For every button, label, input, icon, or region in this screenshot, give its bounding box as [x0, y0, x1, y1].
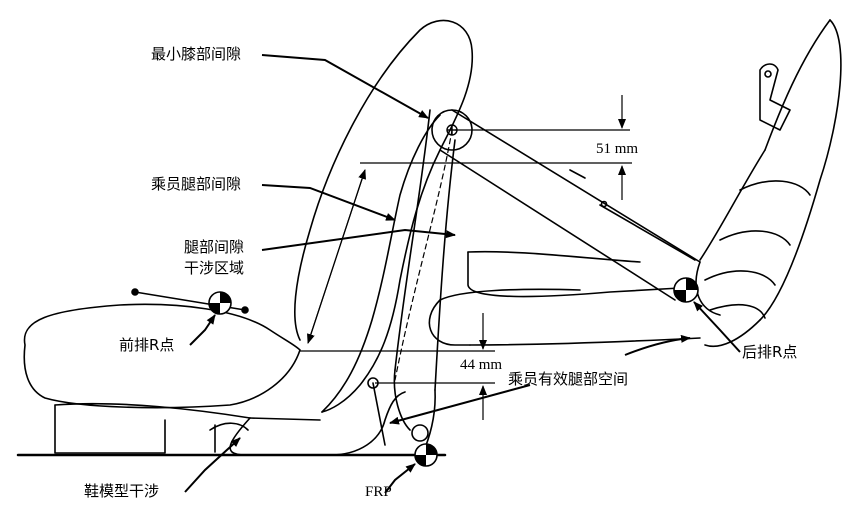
leader-frp: [384, 463, 416, 494]
label-frp: FRP: [365, 484, 392, 500]
label-effective-leg-space: 乘员有效腿部空间: [508, 370, 629, 388]
leg-clearance-arrow-up: [307, 169, 366, 344]
rear-seat-back: [695, 19, 842, 347]
leg-member: [393, 109, 473, 449]
label-front-r-point: 前排R点: [119, 336, 175, 354]
label-rear-r-point: 后排R点: [742, 343, 798, 361]
dim-label-lower: 44 mm: [460, 357, 503, 373]
leader-interference: [261, 228, 456, 251]
front-seat-shell: [229, 391, 406, 456]
knee-heel-dashed: [394, 129, 453, 381]
leader-front-r: [189, 314, 216, 346]
front-r-point-marker: [208, 291, 232, 315]
thigh-member: [439, 109, 701, 301]
label-shoe-interference: 鞋模型干涉: [84, 482, 160, 500]
seat-back-inner: [321, 114, 441, 413]
front-seat-cushion: [23, 303, 301, 409]
label-leg-interference-line1: 腿部间隙: [184, 238, 245, 256]
dim-label-upper: 51 mm: [596, 141, 639, 157]
rear-headrest-bracket: [759, 63, 791, 131]
label-min-knee-clearance: 最小膝部间隙: [151, 45, 242, 63]
leader-rear-r: [693, 301, 741, 353]
leader-effective-space: [389, 384, 531, 425]
label-leg-interference-line2: 干涉区域: [184, 259, 245, 277]
leader-rear-cushion: [624, 334, 691, 356]
leader-shoe: [184, 437, 241, 493]
rear-r-point-marker: [673, 277, 699, 303]
shoe-roller: [411, 424, 429, 442]
rear-seat-cushion: [467, 251, 681, 298]
frp-marker: [414, 443, 438, 467]
leader-min-knee: [261, 54, 429, 119]
front-seat-base: [54, 402, 321, 454]
label-occupant-leg-clearance: 乘员腿部间隙: [151, 175, 242, 193]
heel-link: [372, 382, 386, 446]
leader-leg-clearance: [261, 184, 396, 221]
